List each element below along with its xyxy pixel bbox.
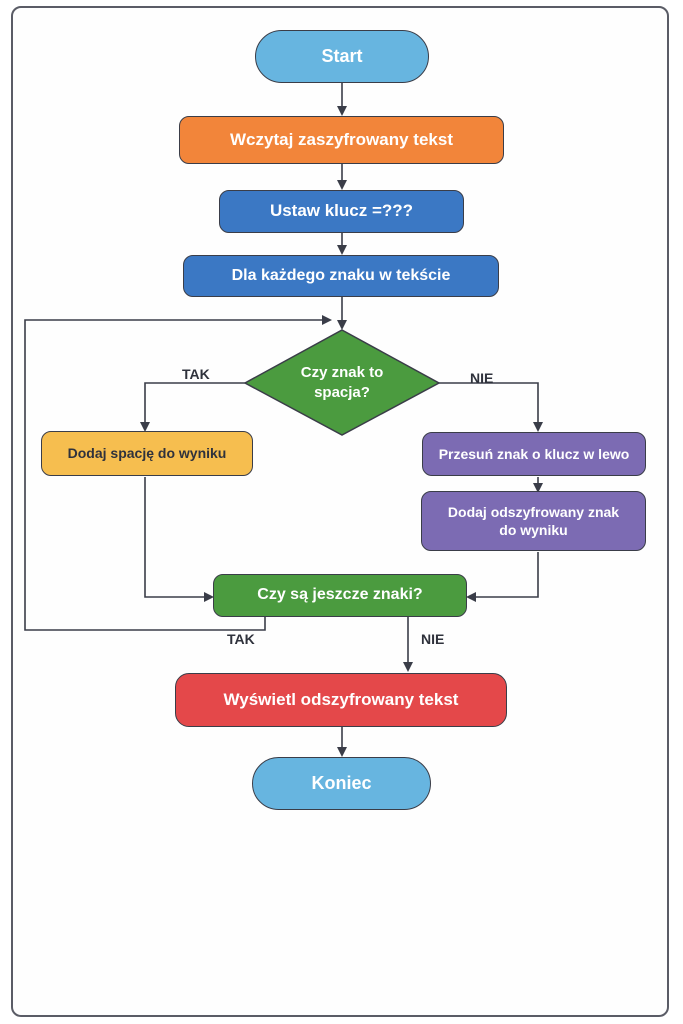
more-yes-label: TAK (227, 631, 255, 647)
end-node: Koniec (252, 757, 431, 810)
arrow-loop-back (24, 315, 332, 631)
end-label: Koniec (311, 772, 372, 793)
add-space-node: Dodaj spację do wyniku (41, 431, 253, 476)
for-each-node: Dla każdego znaku w tekście (183, 255, 499, 297)
decision-diamond (243, 329, 441, 436)
set-key-node: Ustaw klucz =??? (219, 190, 464, 233)
more-chars-label: Czy są jeszcze znaki? (257, 586, 423, 604)
read-input-node: Wczytaj zaszyfrowany tekst (179, 116, 504, 164)
for-each-label: Dla każdego znaku w tekście (231, 266, 451, 284)
space-yes-label: TAK (182, 366, 210, 382)
set-key-label: Ustaw klucz =??? (269, 201, 414, 221)
display-node: Wyświetl odszyfrowany tekst (175, 673, 507, 727)
arrow-decision-no (439, 382, 543, 432)
arrow-adddecoded-to-more (466, 552, 539, 602)
add-decoded-node: Dodaj odszyfrowany znak do wyniku (421, 491, 646, 551)
display-label: Wyświetl odszyfrowany tekst (223, 689, 459, 709)
start-node: Start (255, 30, 429, 83)
is-space-label-wrap: Czy znak to spacja? (280, 355, 404, 411)
more-no-label: NIE (421, 631, 445, 647)
shift-char-label: Przesuń znak o klucz w lewo (438, 445, 630, 462)
add-space-label: Dodaj spację do wyniku (67, 445, 227, 462)
start-label: Start (321, 45, 363, 66)
more-chars-node: Czy są jeszcze znaki? (213, 574, 467, 617)
read-input-label: Wczytaj zaszyfrowany tekst (230, 129, 453, 149)
is-space-label: Czy znak to spacja? (300, 363, 384, 401)
shift-char-node: Przesuń znak o klucz w lewo (422, 432, 646, 476)
add-decoded-label: Dodaj odszyfrowany znak do wyniku (447, 503, 620, 538)
arrow-addspace-to-more (144, 477, 214, 602)
space-no-label: NIE (470, 370, 494, 386)
arrow-decision-yes (140, 382, 245, 432)
